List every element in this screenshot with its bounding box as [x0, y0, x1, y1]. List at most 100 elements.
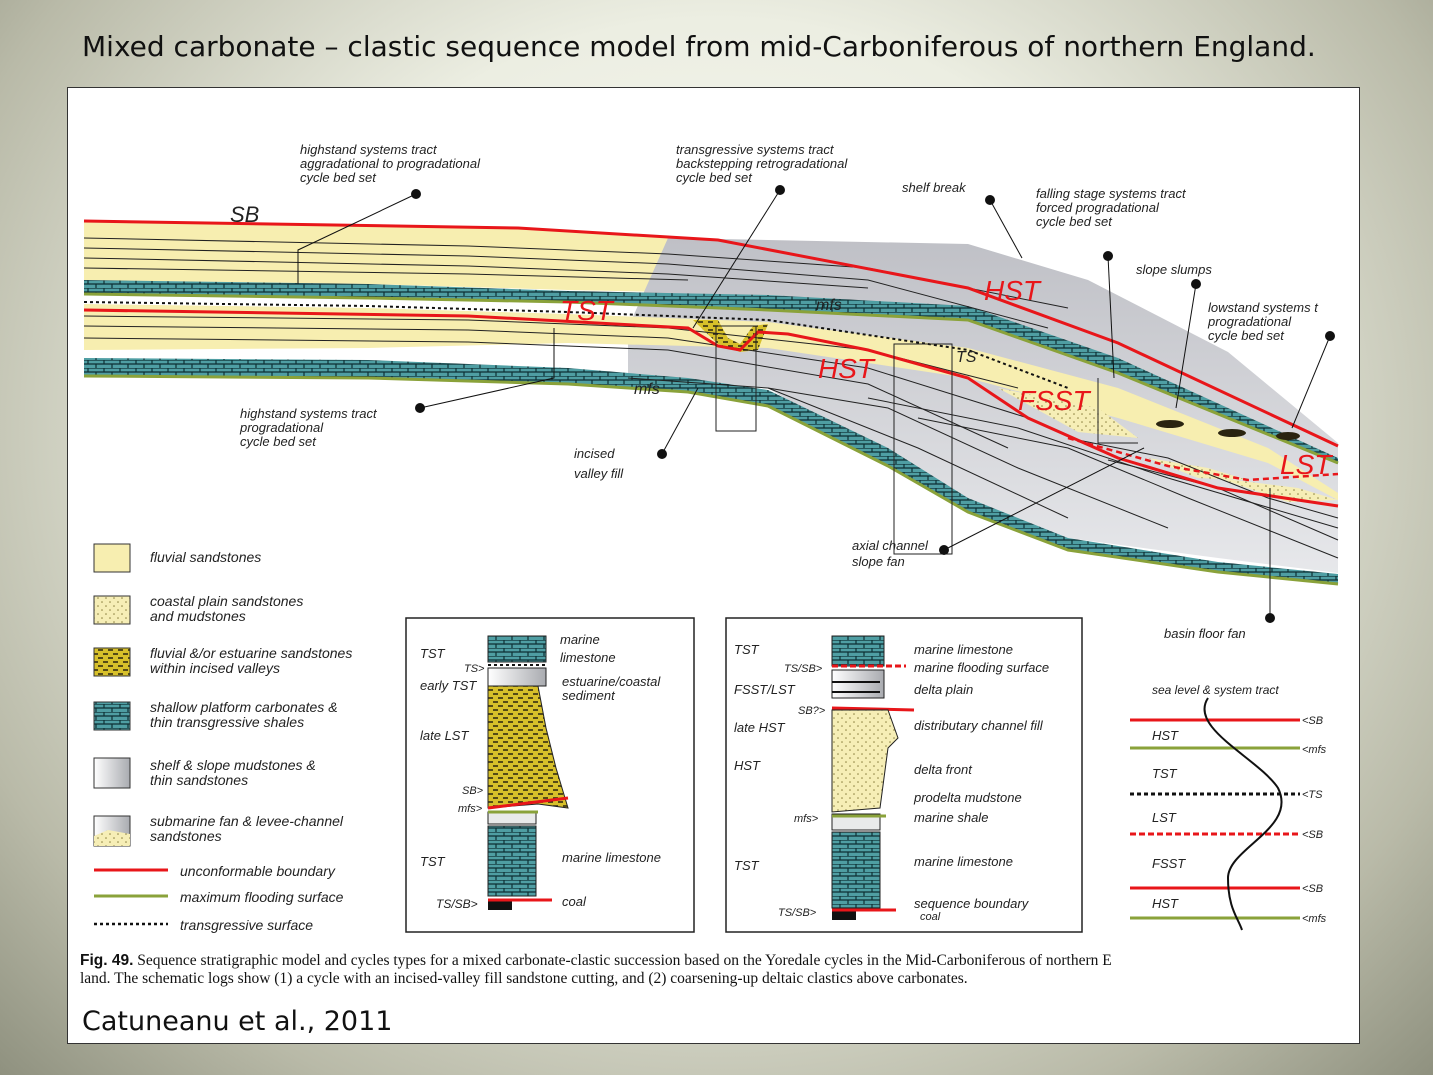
- sl-tract-fsst: FSST: [1152, 856, 1186, 871]
- sequence-diagram: SB HST TST HST FSST LST mfs mfs TS highs…: [83, 142, 1339, 933]
- sl-marker-sb-2: <SB: [1302, 829, 1323, 841]
- callout-hst-top: highstand systems tract: [300, 142, 438, 157]
- label-hst-lower: HST: [818, 353, 876, 384]
- legend-fan-2: sandstones: [150, 828, 222, 844]
- log1-early-tst: early TST: [420, 678, 477, 693]
- slide-title: Mixed carbonate – clastic sequence model…: [82, 30, 1316, 63]
- callout-shelf-break: shelf break: [902, 180, 967, 195]
- sl-tract-lst: LST: [1152, 810, 1177, 825]
- sl-tract-hst: HST: [1152, 728, 1179, 743]
- callout-slope-slumps: slope slumps: [1136, 262, 1212, 277]
- legend-carbonates-2: thin transgressive shales: [150, 714, 304, 730]
- callout-tst-3: cycle bed set: [676, 170, 753, 185]
- callout-fsst-2: forced progradational: [1036, 200, 1160, 215]
- log1-marine-2: limestone: [560, 650, 616, 665]
- legend: [93, 543, 168, 926]
- label-ts: TS: [956, 349, 977, 366]
- log2-delta-front: delta front: [914, 762, 973, 777]
- log1-marine: marine: [560, 632, 600, 647]
- citation: Catuneanu et al., 2011: [82, 1006, 393, 1037]
- log2-fsst-lst: FSST/LST: [734, 682, 796, 697]
- legend-fan: submarine fan & levee-channel: [150, 813, 344, 829]
- label-sb: SB: [230, 202, 259, 227]
- log2-coal: coal: [920, 911, 941, 923]
- log1-tssb: TS/SB>: [436, 897, 478, 911]
- callout-basin-floor: basin floor fan: [1164, 626, 1246, 641]
- legend-coastal: coastal plain sandstones: [150, 593, 303, 609]
- callout-incised-2: valley fill: [574, 466, 624, 481]
- log2-late-hst: late HST: [734, 720, 786, 735]
- sea-level-title: sea level & system tract: [1152, 683, 1279, 697]
- callout-lst-2: progradational: [1207, 314, 1292, 329]
- callout-incised: incised: [574, 446, 615, 461]
- figure-caption: Fig. 49. Sequence stratigraphic model an…: [80, 952, 1350, 988]
- log2-tst: TST: [734, 642, 760, 657]
- label-hst-upper: HST: [984, 275, 1042, 306]
- legend-ts: transgressive surface: [180, 917, 313, 933]
- label-mfs-upper: mfs: [816, 297, 842, 314]
- legend-unconformable: unconformable boundary: [180, 863, 336, 879]
- log1-tst-bottom: TST: [420, 854, 446, 869]
- sl-marker-sb: <SB: [1302, 715, 1323, 727]
- label-lst: LST: [1280, 449, 1333, 480]
- sl-marker-sb-3: <SB: [1302, 883, 1323, 895]
- log2-flooding: marine flooding surface: [914, 660, 1049, 675]
- log2-prodelta: prodelta mudstone: [913, 790, 1022, 805]
- legend-mudstones-2: thin sandstones: [150, 772, 248, 788]
- legend-carbonates: shallow platform carbonates &: [150, 699, 338, 715]
- log2-channel-fill: distributary channel fill: [914, 718, 1044, 733]
- log1-estuarine-2: sediment: [562, 688, 616, 703]
- legend-estuarine-2: within incised valleys: [150, 660, 280, 676]
- label-tst: TST: [560, 295, 615, 326]
- callout-lst-3: cycle bed set: [1208, 328, 1285, 343]
- log2-marine-shale: marine shale: [914, 810, 988, 825]
- sl-tract-hst-2: HST: [1152, 896, 1179, 911]
- log2-tst-bottom: TST: [734, 858, 760, 873]
- figure-panel: SB HST TST HST FSST LST mfs mfs TS highs…: [67, 87, 1360, 1044]
- sl-marker-mfs-2: <mfs: [1302, 913, 1327, 925]
- caption-text: Sequence stratigraphic model and cycles …: [137, 952, 1112, 969]
- log2-sb: SB?>: [798, 705, 826, 717]
- log2-mfs: mfs>: [794, 813, 819, 825]
- callout-hst-low-2: progradational: [239, 420, 324, 435]
- callout-tst: transgressive systems tract: [676, 142, 835, 157]
- log1-sb: SB>: [462, 785, 484, 797]
- label-fsst: FSST: [1018, 385, 1091, 416]
- caption-fig-number: Fig. 49.: [80, 952, 134, 969]
- callout-lst: lowstand systems t: [1208, 300, 1319, 315]
- log1-ts: TS>: [464, 663, 485, 675]
- cross-section: [83, 219, 1339, 586]
- log2-seq-boundary: sequence boundary: [914, 896, 1030, 911]
- log1-estuarine: estuarine/coastal: [562, 674, 661, 689]
- sea-level-panel: [1130, 697, 1300, 931]
- callout-hst-top-3: cycle bed set: [300, 170, 377, 185]
- callout-fsst: falling stage systems tract: [1036, 186, 1187, 201]
- log1-tst-top: TST: [420, 646, 446, 661]
- callout-hst-low-3: cycle bed set: [240, 434, 317, 449]
- callout-tst-2: backstepping retrogradational: [676, 156, 848, 171]
- sl-marker-ts: <TS: [1302, 789, 1323, 801]
- legend-coastal-2: and mudstones: [150, 608, 246, 624]
- log2-tssb-bottom: TS/SB>: [778, 907, 817, 919]
- legend-mfs: maximum flooding surface: [180, 889, 344, 905]
- log1-coal: coal: [562, 894, 587, 909]
- callout-axial-2: slope fan: [852, 554, 905, 569]
- legend-estuarine: fluvial &/or estuarine sandstones: [150, 645, 352, 661]
- log1-late-lst: late LST: [420, 728, 469, 743]
- callout-fsst-3: cycle bed set: [1036, 214, 1113, 229]
- sl-marker-mfs: <mfs: [1302, 744, 1327, 756]
- caption-text-2: land. The schematic logs show (1) a cycl…: [80, 970, 968, 987]
- log2-marine-limestone: marine limestone: [914, 642, 1013, 657]
- log1-mfs: mfs>: [458, 803, 483, 815]
- log1-marine-limestone: marine limestone: [562, 850, 661, 865]
- label-mfs-lower: mfs: [634, 381, 660, 398]
- log-1: [405, 617, 695, 933]
- callout-axial: axial channel: [852, 538, 929, 553]
- callout-hst-top-2: aggradational to progradational: [300, 156, 481, 171]
- legend-fluvial: fluvial sandstones: [150, 549, 261, 565]
- log-2: [725, 617, 1083, 933]
- log2-tssb-top: TS/SB>: [784, 663, 823, 675]
- legend-mudstones: shelf & slope mudstones &: [150, 757, 316, 773]
- log2-marine-limestone-2: marine limestone: [914, 854, 1013, 869]
- callout-hst-low: highstand systems tract: [240, 406, 378, 421]
